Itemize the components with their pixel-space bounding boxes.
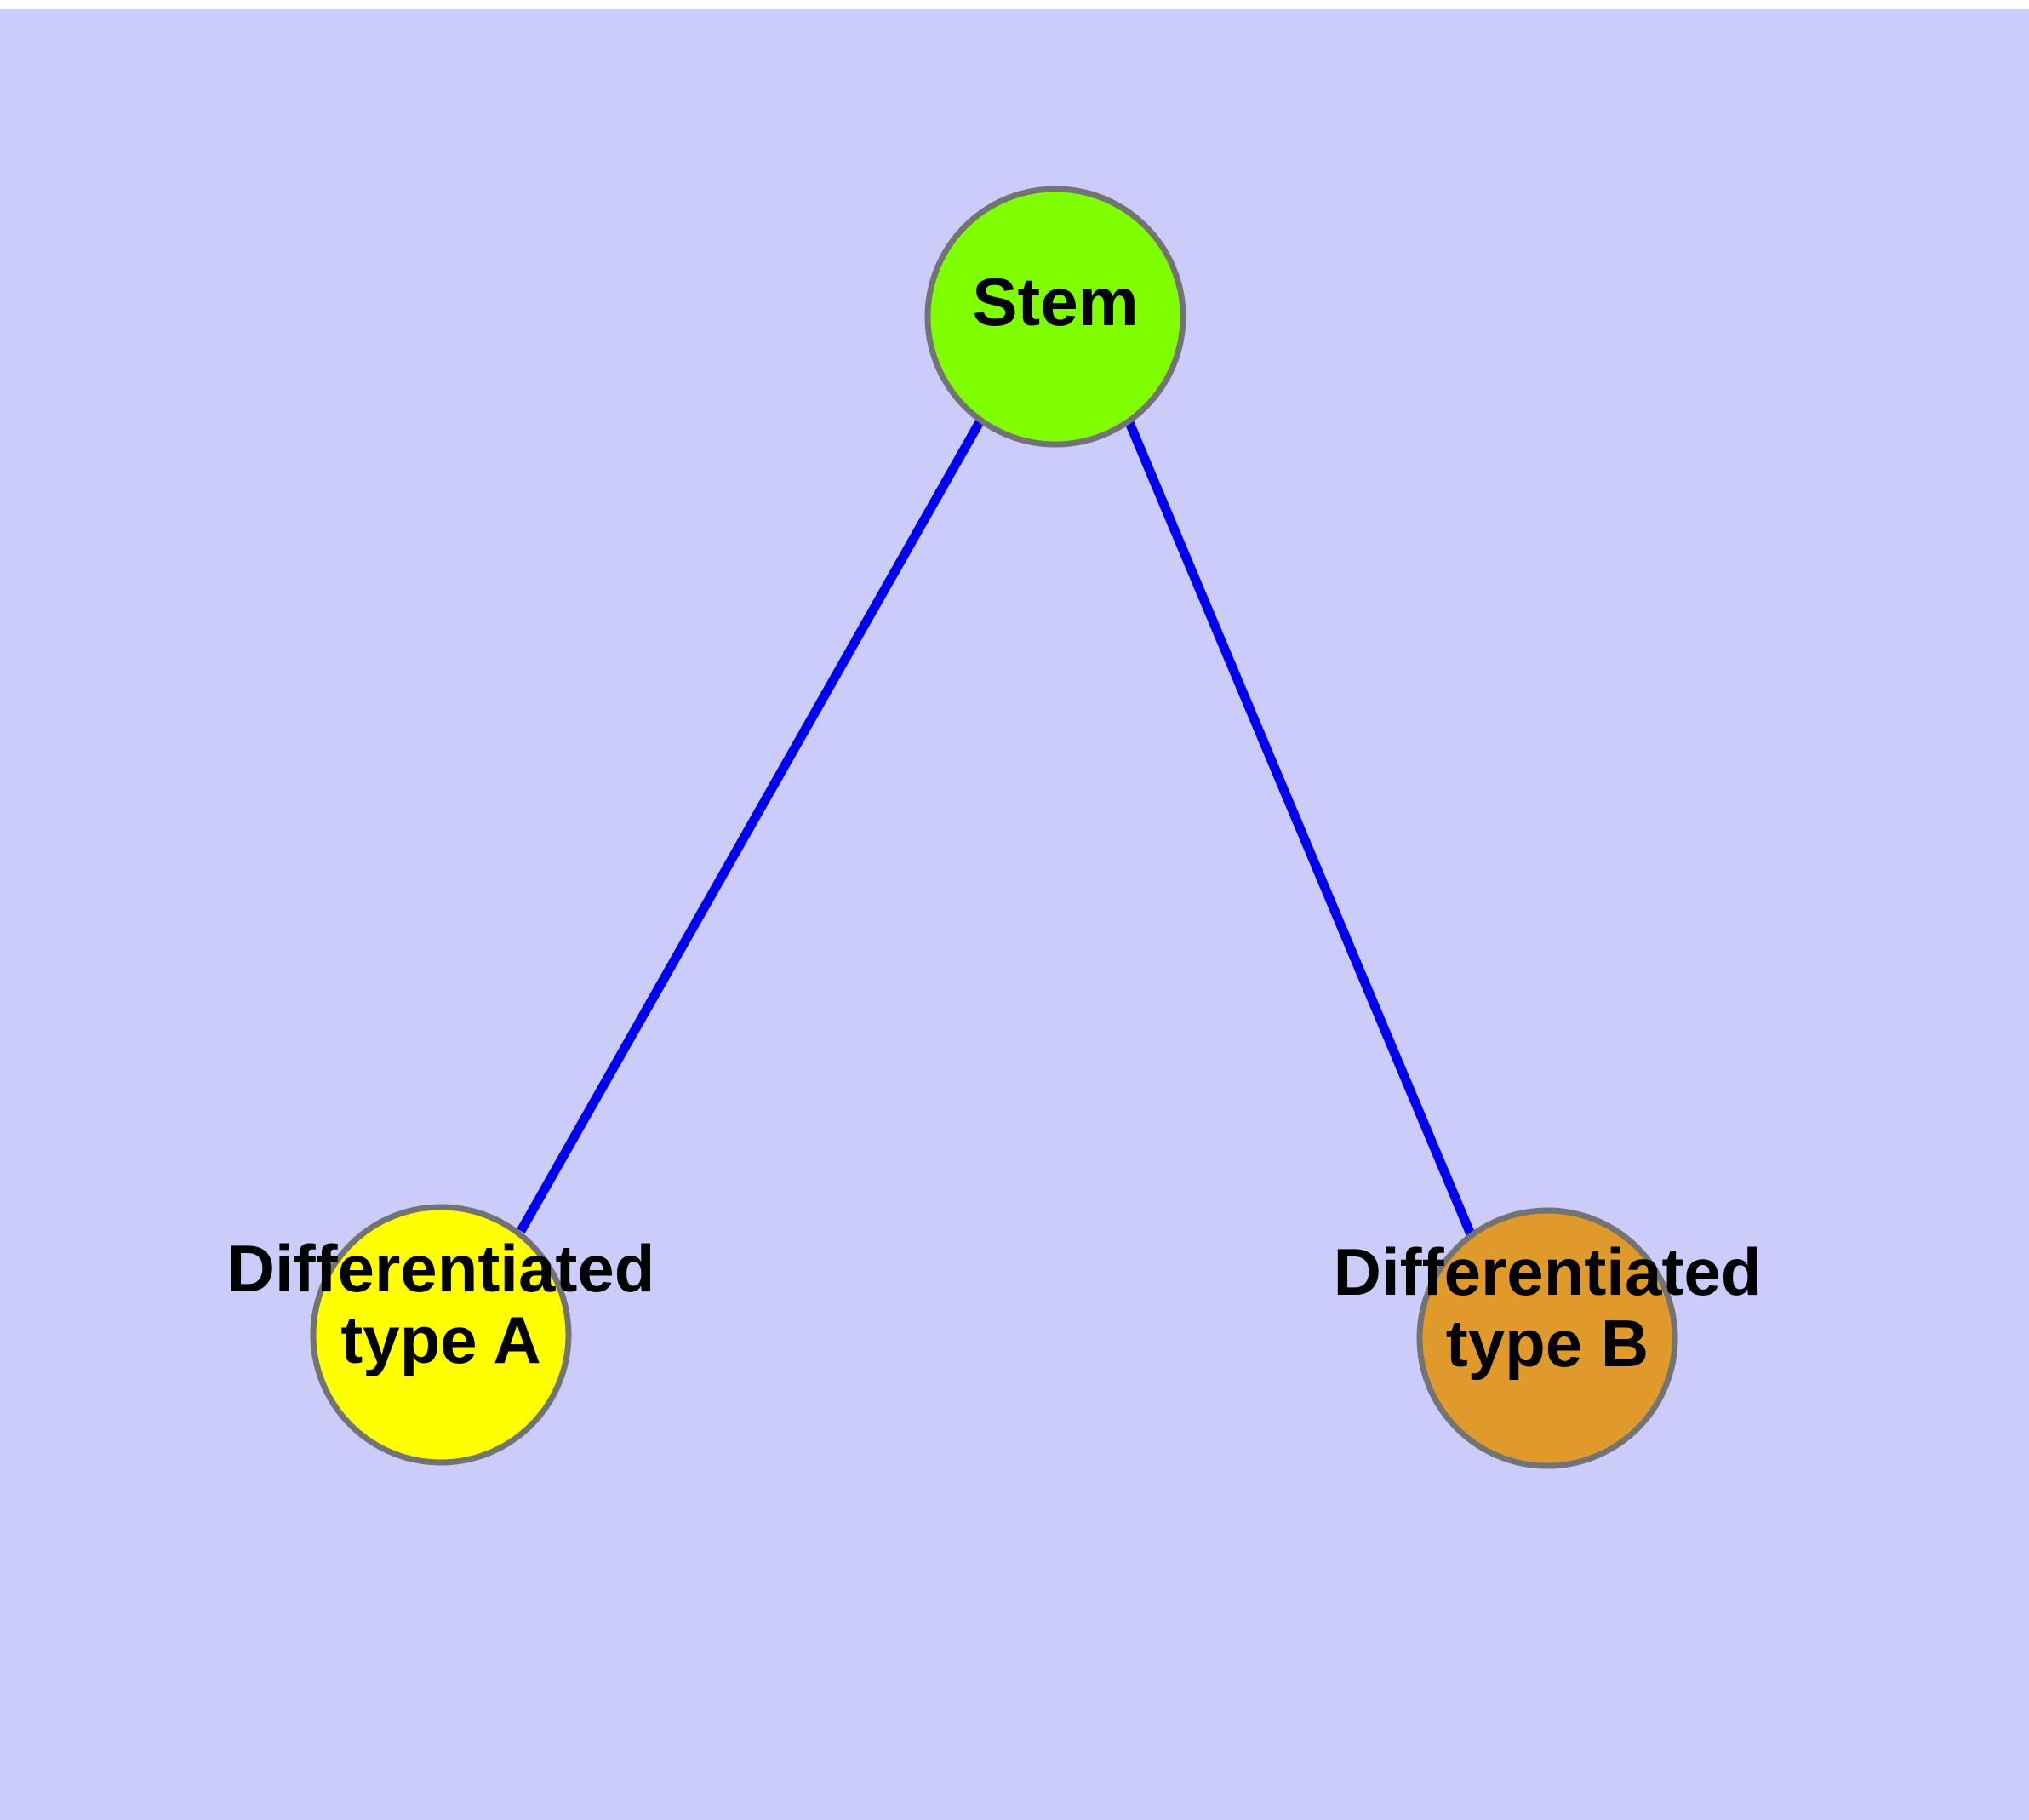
edge-stem-to-diff-b[interactable] bbox=[1123, 418, 1476, 1237]
edge-stem-to-diff-a[interactable] bbox=[517, 418, 985, 1233]
node-diff-b[interactable] bbox=[1416, 1207, 1678, 1469]
node-diff-a[interactable] bbox=[310, 1204, 572, 1466]
node-stem[interactable] bbox=[924, 186, 1186, 448]
